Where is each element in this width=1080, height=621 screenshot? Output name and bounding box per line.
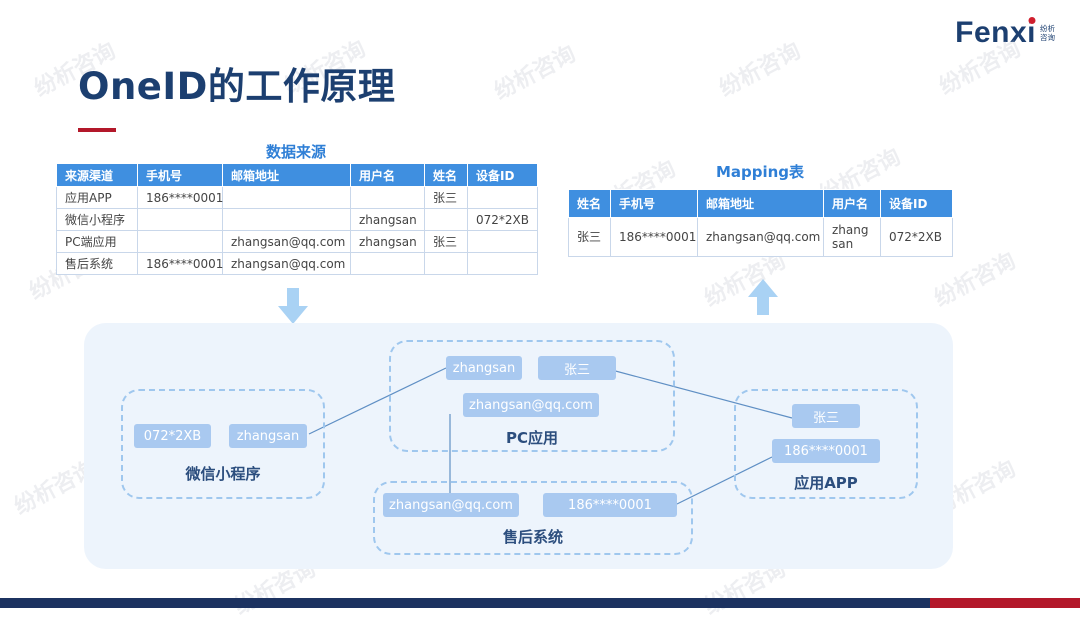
- logo-word: Fenx: [955, 16, 1028, 49]
- mapping-table: 姓名 手机号 邮箱地址 用户名 设备ID 张三 186****0001 zhan…: [568, 189, 953, 257]
- table-header-row: 姓名 手机号 邮箱地址 用户名 设备ID: [568, 189, 953, 218]
- column-header: 邮箱地址: [222, 163, 351, 187]
- column-header: 用户名: [823, 189, 881, 218]
- title-underline: [78, 128, 116, 132]
- table-cell: 186****0001: [137, 186, 223, 209]
- table-cell: zhangsan: [350, 208, 425, 231]
- table-cell: 072*2XB: [880, 217, 953, 257]
- column-header: 姓名: [424, 163, 468, 187]
- logo-dot-icon: [1028, 17, 1036, 24]
- table-cell: [467, 186, 538, 209]
- group-label-wechat: 微信小程序: [185, 465, 261, 483]
- watermark: 纷析咨询: [715, 38, 805, 102]
- pill-email: zhangsan@qq.com: [463, 393, 599, 417]
- column-header: 设备ID: [880, 189, 953, 218]
- table-cell: 186****0001: [610, 217, 698, 257]
- group-wechat: [121, 389, 325, 499]
- table-cell: 应用APP: [56, 186, 138, 209]
- group-app: [734, 389, 918, 499]
- table-cell: 186****0001: [137, 252, 223, 275]
- column-header: 邮箱地址: [697, 189, 824, 218]
- table-cell: zhangsan@qq.com: [222, 252, 351, 275]
- pill-email: zhangsan@qq.com: [383, 493, 519, 517]
- table-cell: [222, 208, 351, 231]
- table-cell: [350, 252, 425, 275]
- mapping-table-caption: Mapping表: [715, 163, 805, 181]
- source-table: 来源渠道 手机号 邮箱地址 用户名 姓名 设备ID 应用APP 186****0…: [56, 163, 538, 275]
- pill-device-id: 072*2XB: [134, 424, 211, 448]
- table-row: 张三 186****0001 zhangsan@qq.com zhang san…: [568, 217, 953, 257]
- group-label-app: 应用APP: [794, 474, 858, 492]
- pill-phone: 186****0001: [543, 493, 677, 517]
- table-cell: PC端应用: [56, 230, 138, 253]
- pill-username: zhangsan: [229, 424, 307, 448]
- table-row: 售后系统 186****0001 zhangsan@qq.com: [56, 252, 538, 275]
- table-cell: [137, 208, 223, 231]
- table-cell: [222, 186, 351, 209]
- pill-phone: 186****0001: [772, 439, 880, 463]
- group-label-aftersales: 售后系统: [502, 528, 563, 546]
- pill-username: zhangsan: [446, 356, 522, 380]
- table-cell: 072*2XB: [467, 208, 538, 231]
- column-header: 手机号: [610, 189, 698, 218]
- group-aftersales: [373, 481, 693, 555]
- table-cell: [137, 230, 223, 253]
- group-pc: [389, 340, 675, 452]
- table-cell: [424, 252, 468, 275]
- column-header: 来源渠道: [56, 163, 138, 187]
- table-cell: 张三: [424, 230, 468, 253]
- table-cell: 微信小程序: [56, 208, 138, 231]
- group-label-pc: PC应用: [505, 429, 558, 447]
- page-title: OneID的工作原理: [78, 65, 396, 108]
- arrow-down-icon: [278, 288, 308, 324]
- fenxi-logo: Fenxi 纷析 咨询: [955, 16, 1060, 50]
- table-cell: [467, 252, 538, 275]
- column-header: 手机号: [137, 163, 223, 187]
- table-cell: zhangsan@qq.com: [222, 230, 351, 253]
- table-cell: zhangsan@qq.com: [697, 217, 824, 257]
- logo-cn-line1: 纷析: [1040, 24, 1055, 33]
- table-row: 应用APP 186****0001 张三: [56, 186, 538, 209]
- pill-name: 张三: [792, 404, 860, 428]
- table-cell: 张三: [424, 186, 468, 209]
- source-table-caption: 数据来源: [265, 143, 326, 161]
- column-header: 姓名: [568, 189, 611, 218]
- column-header: 用户名: [350, 163, 425, 187]
- table-row: 微信小程序 zhangsan 072*2XB: [56, 208, 538, 231]
- table-cell: [467, 230, 538, 253]
- table-cell: 售后系统: [56, 252, 138, 275]
- table-cell: [424, 208, 468, 231]
- arrow-up-icon: [748, 279, 778, 315]
- table-cell: [350, 186, 425, 209]
- table-cell: 张三: [568, 217, 611, 257]
- column-header: 设备ID: [467, 163, 538, 187]
- table-cell: zhangsan: [350, 230, 425, 253]
- table-cell: zhang san: [823, 217, 881, 257]
- logo-cn-line2: 咨询: [1040, 33, 1055, 42]
- table-row: PC端应用 zhangsan@qq.com zhangsan 张三: [56, 230, 538, 253]
- logo-word-i: i: [1027, 16, 1036, 49]
- footer-bar: [0, 598, 1080, 608]
- table-header-row: 来源渠道 手机号 邮箱地址 用户名 姓名 设备ID: [56, 163, 538, 187]
- pill-name: 张三: [538, 356, 616, 380]
- watermark: 纷析咨询: [490, 41, 580, 105]
